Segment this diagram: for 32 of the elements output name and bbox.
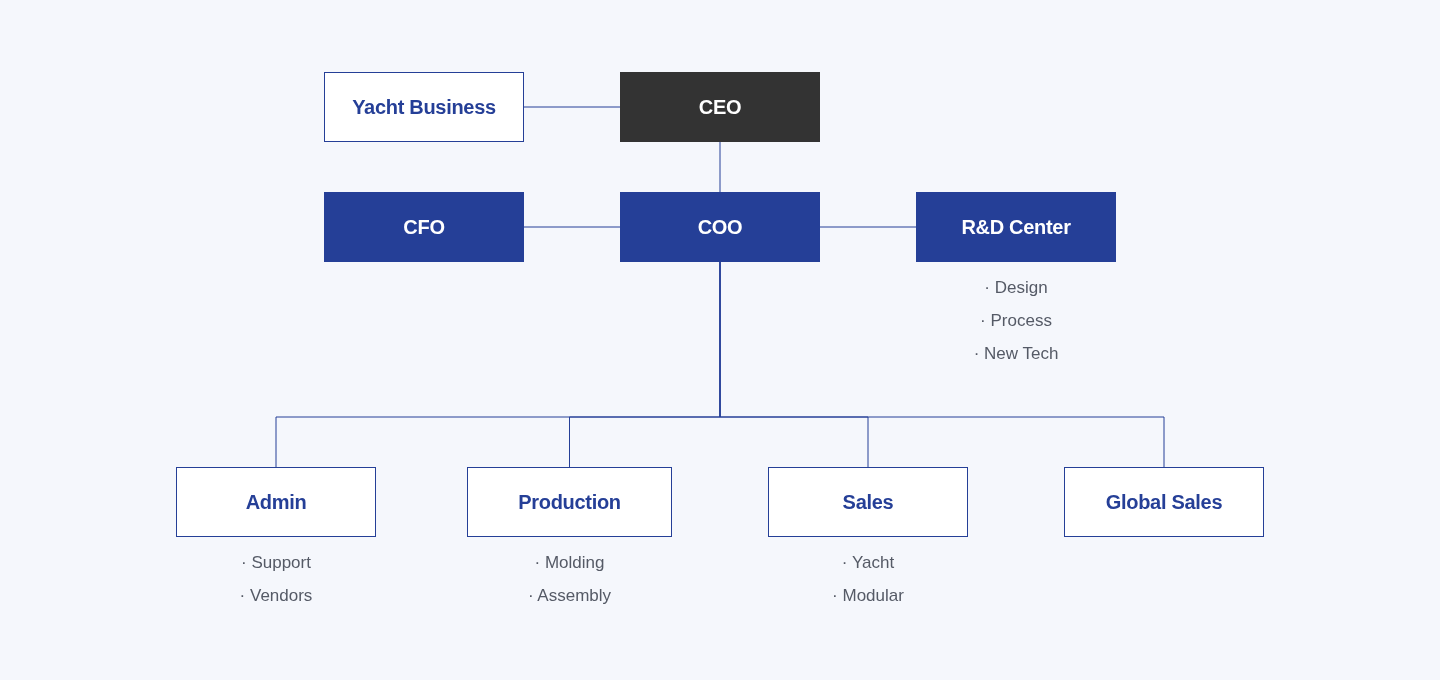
role-title: CFO: [403, 215, 445, 239]
org-box: [768, 467, 968, 537]
sub-item-text: · Support: [241, 552, 311, 574]
org-box: [324, 192, 524, 262]
connector-line: [819, 226, 917, 228]
org-box: [1064, 467, 1264, 537]
org-box: [620, 192, 820, 262]
org-box: [467, 467, 672, 537]
role-title: Sales: [842, 490, 894, 514]
org-box: [324, 72, 524, 142]
role-title: CEO: [698, 95, 742, 119]
role-title: Production: [518, 490, 621, 514]
connector-line: [523, 106, 621, 108]
connector-line: [523, 226, 621, 228]
connector-line: [719, 141, 721, 193]
sub-item-text: · Molding: [534, 552, 605, 574]
org-box: [176, 467, 376, 537]
sub-item-text: · New Tech: [973, 343, 1059, 365]
org-box: [620, 72, 820, 142]
sub-item-text: · Yacht: [841, 552, 895, 574]
role-title: R&D Center: [961, 215, 1071, 239]
role-title: Yacht Business: [352, 95, 496, 119]
sub-item-text: · Vendors: [239, 585, 313, 607]
role-title: Admin: [245, 490, 307, 514]
connector-line: [719, 261, 1165, 468]
role-title: Global Sales: [1105, 490, 1223, 514]
sub-item-text: · Design: [984, 277, 1048, 299]
sub-item-text: · Modular: [832, 585, 904, 607]
sub-item-text: · Process: [980, 310, 1052, 332]
sub-item-text: · Assembly: [527, 585, 612, 607]
role-title: COO: [697, 215, 743, 239]
org-box: [916, 192, 1116, 262]
